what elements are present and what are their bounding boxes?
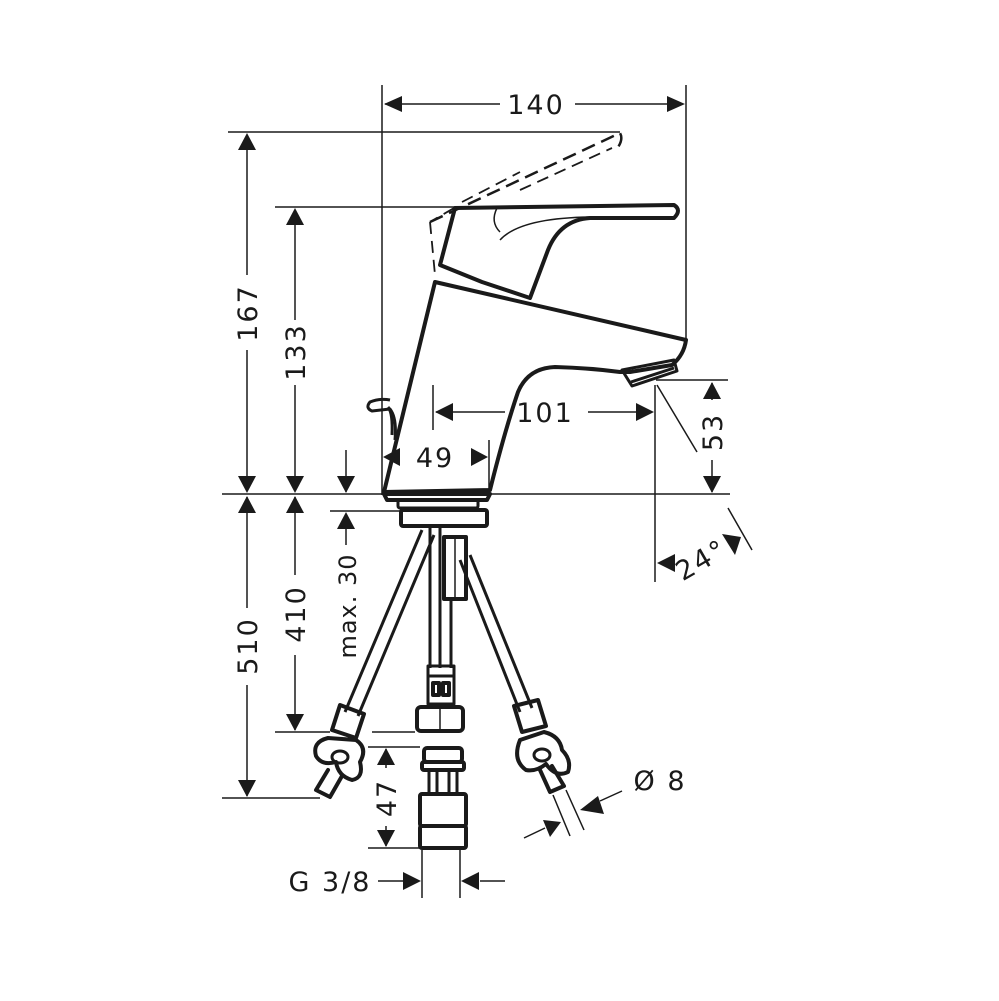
total-height-label: 167 bbox=[233, 284, 264, 342]
dim-overall-width: 140 bbox=[384, 90, 685, 121]
dim-connector-length: 47 bbox=[372, 748, 403, 847]
mounting-plate bbox=[382, 492, 492, 528]
pop-up-rod bbox=[366, 397, 397, 441]
mixer-body bbox=[382, 280, 688, 494]
lever-open-position bbox=[429, 131, 623, 276]
aerator bbox=[620, 358, 679, 388]
hose-diameter-label: Ø 8 bbox=[633, 766, 686, 797]
dim-hose-diameter: Ø 8 bbox=[523, 766, 686, 839]
waste-connector bbox=[415, 664, 465, 733]
flexible-hose-right bbox=[458, 554, 572, 794]
dim-spout-height: 53 bbox=[698, 382, 729, 493]
counter-thickness-label: max. 30 bbox=[334, 553, 362, 658]
dim-thread-size: G 3/8 bbox=[289, 867, 505, 898]
hose-total-label: 510 bbox=[233, 617, 264, 675]
flexible-hose-left bbox=[313, 529, 436, 799]
dim-counter-thickness: max. 30 bbox=[334, 450, 362, 659]
dim-total-height: 167 bbox=[233, 133, 264, 493]
dim-hose-total: 510 bbox=[233, 496, 264, 797]
dim-base-diameter: 49 bbox=[383, 443, 488, 474]
spout-height-label: 53 bbox=[698, 413, 729, 451]
dim-spout-reach: 101 bbox=[435, 398, 654, 429]
threaded-stud bbox=[428, 526, 468, 668]
overall-width-label: 140 bbox=[507, 90, 565, 121]
base-diameter-label: 49 bbox=[416, 443, 454, 474]
aerator-angle-label: 24° bbox=[671, 534, 733, 588]
pull-connector bbox=[418, 746, 468, 850]
spout-reach-label: 101 bbox=[516, 398, 574, 429]
dim-body-height: 133 bbox=[281, 208, 312, 493]
hose-length-label: 410 bbox=[281, 585, 312, 643]
dim-hose-length: 410 bbox=[281, 496, 312, 731]
body-height-label: 133 bbox=[281, 323, 312, 381]
lever-handle bbox=[438, 203, 680, 300]
connector-length-label: 47 bbox=[372, 779, 403, 817]
thread-size-label: G 3/8 bbox=[289, 867, 372, 898]
